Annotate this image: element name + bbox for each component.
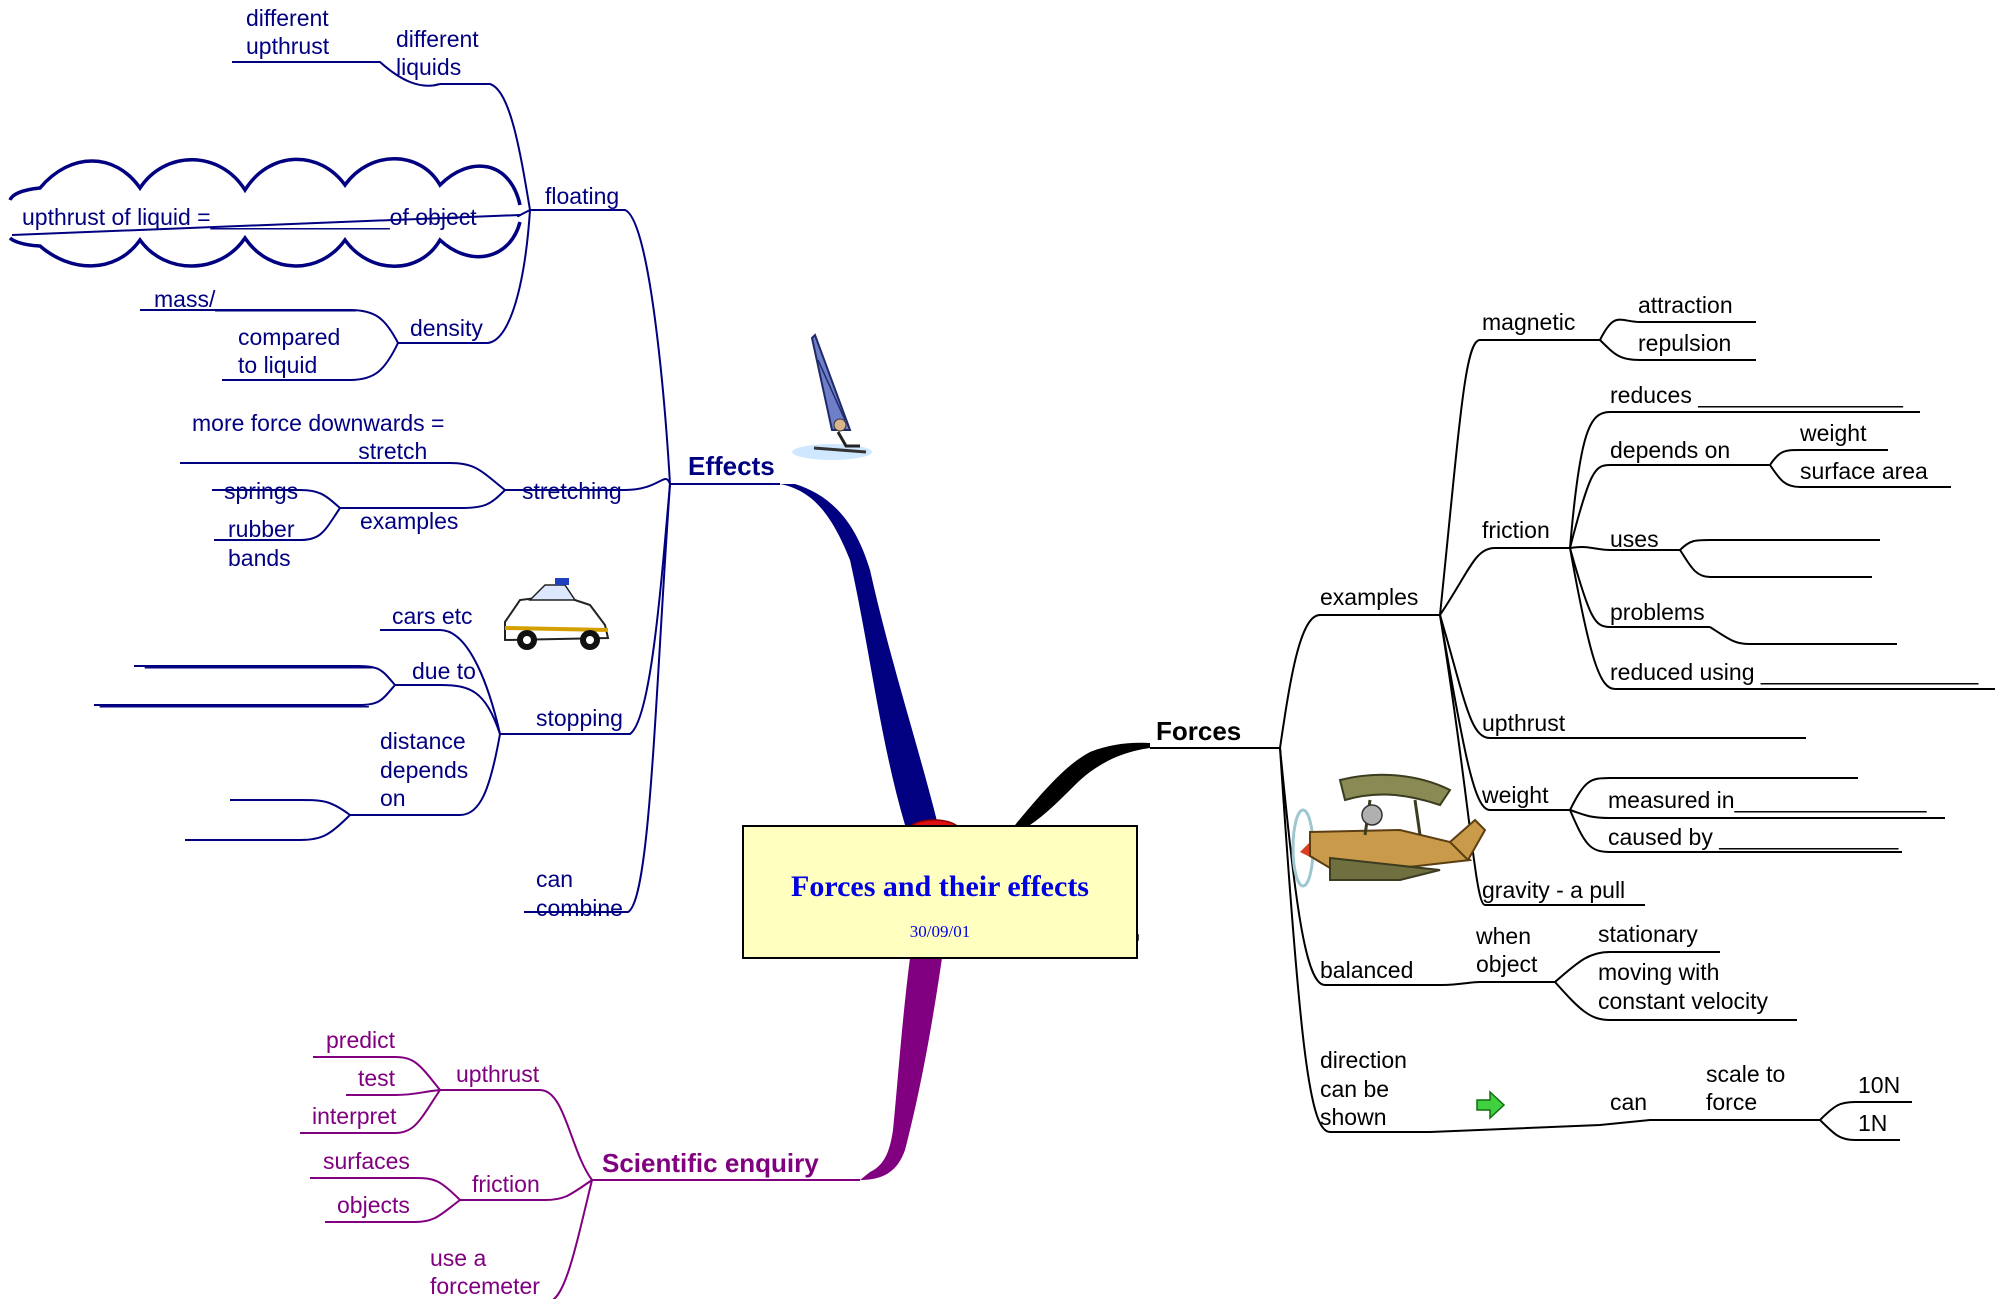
- force-label: force: [1706, 1089, 1757, 1115]
- weight-dep-label: weight: [1799, 420, 1867, 446]
- springs-label: springs: [224, 478, 298, 504]
- can-label: can: [536, 866, 573, 892]
- measured-in-label: measured in_______________: [1608, 787, 1928, 813]
- caused-by-label: caused by ______________: [1608, 824, 1900, 850]
- green-arrow-icon: [1476, 1090, 1506, 1120]
- effects-label: Effects: [688, 451, 775, 481]
- forces-label: Forces: [1156, 716, 1241, 746]
- due-to-blank-2: _____________________: [99, 682, 370, 708]
- different-liquids-label: different: [396, 26, 479, 52]
- different-liquids-label-2: liquids: [396, 54, 461, 80]
- uses-label: uses: [1610, 526, 1659, 552]
- object-label: object: [1476, 951, 1538, 977]
- windsurfer-icon: [792, 333, 872, 460]
- distance-label: distance: [380, 728, 466, 754]
- combine-label: combine: [536, 895, 623, 921]
- use-a-label: use a: [430, 1245, 486, 1271]
- cars-label: cars etc: [392, 603, 473, 629]
- surfaces-label: surfaces: [323, 1148, 410, 1174]
- predict-label: predict: [326, 1027, 396, 1053]
- surface-area-label: surface area: [1800, 458, 1928, 484]
- weight-label: weight: [1481, 782, 1549, 808]
- enquiry-friction-label: friction: [472, 1171, 540, 1197]
- one-newton-label: 1N: [1858, 1110, 1887, 1136]
- scale-to-label: scale to: [1706, 1061, 1785, 1087]
- due-to-label: due to: [412, 658, 476, 684]
- interpret-label: interpret: [312, 1103, 397, 1129]
- ten-newton-label: 10N: [1858, 1072, 1900, 1098]
- more-force-label: more force downwards =: [192, 410, 444, 436]
- problems-label: problems: [1610, 599, 1705, 625]
- rubber-label: rubber: [228, 516, 295, 542]
- upthrust-equation: upthrust of liquid =______________of obj…: [22, 204, 477, 230]
- attraction-label: attraction: [1638, 292, 1733, 318]
- enquiry-label: Scientific enquiry: [602, 1148, 819, 1178]
- biplane-icon: [1291, 773, 1487, 888]
- forcemeter-label: forcemeter: [430, 1273, 540, 1299]
- forces-examples-label: examples: [1320, 584, 1418, 610]
- depends-label: depends: [380, 757, 468, 783]
- due-to-blank-1: __________________: [144, 643, 376, 669]
- friction-label: friction: [1482, 517, 1550, 543]
- upthrust-force-label: upthrust: [1482, 710, 1566, 736]
- compared-label-2: to liquid: [238, 352, 317, 378]
- stretching-label: stretching: [522, 478, 622, 504]
- stationary-label: stationary: [1598, 921, 1698, 947]
- mass-label: mass/___________: [154, 286, 357, 312]
- more-force-label-2: _____________stretch: [191, 438, 427, 464]
- stopping-label: stopping: [536, 705, 623, 731]
- enquiry-upthrust-label: upthrust: [456, 1061, 540, 1087]
- bands-label: bands: [228, 545, 291, 571]
- central-topic: Forces and their effects 30/09/01: [742, 825, 1138, 959]
- forces-can-label: can: [1610, 1089, 1647, 1115]
- compared-label: compared: [238, 324, 340, 350]
- moving-with-label: moving with: [1598, 959, 1719, 985]
- direction-label: direction: [1320, 1047, 1407, 1073]
- reduces-label: reduces ________________: [1610, 382, 1904, 408]
- repulsion-label: repulsion: [1638, 330, 1731, 356]
- floating-label: floating: [545, 183, 619, 209]
- depends-on-label: depends on: [1610, 437, 1730, 463]
- can-be-label: can be: [1320, 1076, 1389, 1102]
- different-upthrust-label: different: [246, 5, 329, 31]
- density-label: density: [410, 315, 483, 341]
- on-label: on: [380, 785, 406, 811]
- different-upthrust-label-2: upthrust: [246, 33, 330, 59]
- constant-velocity-label: constant velocity: [1598, 988, 1769, 1014]
- when-label: when: [1475, 923, 1531, 949]
- effects-main-branch: [780, 484, 938, 825]
- reduced-using-label: reduced using _________________: [1610, 659, 1980, 685]
- stretching-examples-label: examples: [360, 508, 458, 534]
- enquiry-main-branch: [860, 958, 942, 1180]
- test-label: test: [358, 1065, 396, 1091]
- floating-cloud: [8, 157, 522, 206]
- central-title: Forces and their effects: [791, 870, 1089, 903]
- gravity-label: gravity - a pull: [1482, 877, 1625, 903]
- forces-main-branch: [1015, 742, 1150, 825]
- magnetic-label: magnetic: [1482, 309, 1575, 335]
- central-date: 30/09/01: [909, 922, 971, 941]
- objects-label: objects: [337, 1192, 410, 1218]
- police-car-icon: [504, 578, 610, 650]
- shown-label: shown: [1320, 1104, 1386, 1130]
- balanced-label: balanced: [1320, 957, 1413, 983]
